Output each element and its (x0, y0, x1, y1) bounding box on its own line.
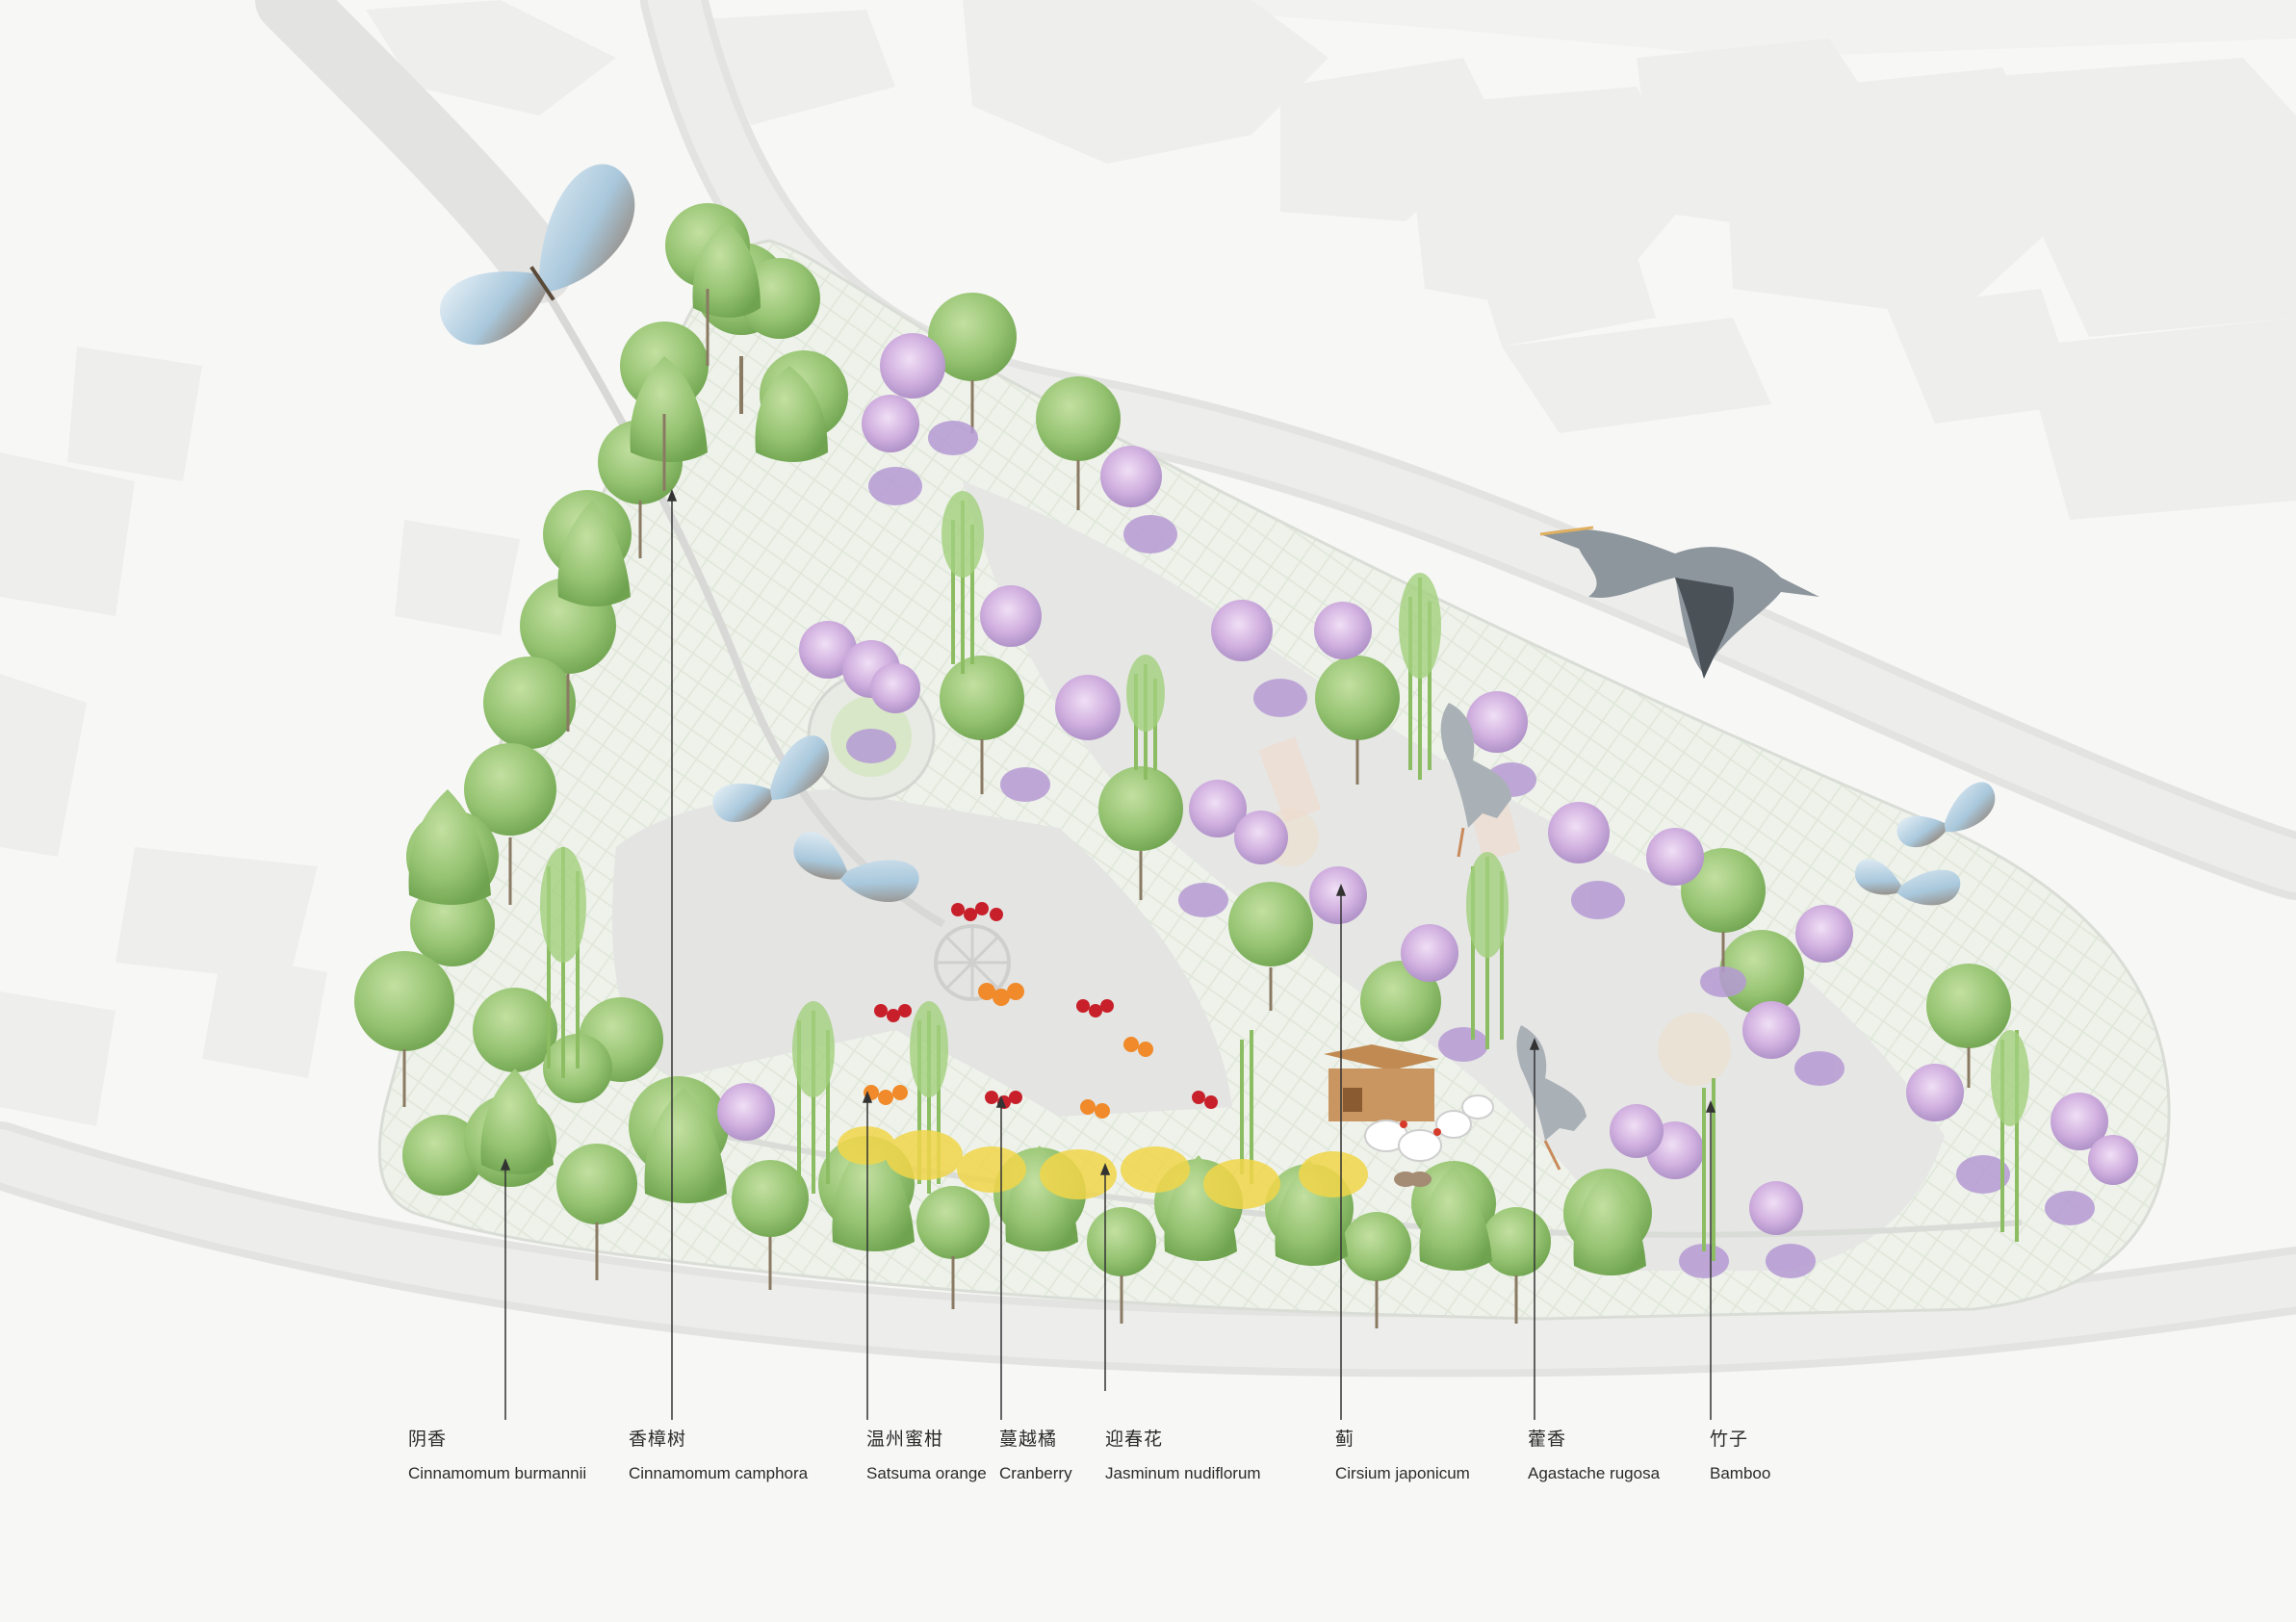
plant-name-latin: Bamboo (1710, 1464, 1771, 1482)
context-buildings (0, 0, 2296, 1126)
leader-line-bamboo (1705, 1099, 1716, 1420)
leader-line-jasmine (1099, 1162, 1111, 1391)
butterfly-icon (1896, 782, 1996, 848)
plant-name-latin: Jasminum nudiflorum (1105, 1464, 1261, 1482)
butterfly-icon (1854, 859, 1961, 906)
plant-name-chinese: 藿香 (1528, 1429, 1567, 1450)
tree-canopy-group (354, 203, 2011, 1328)
plant-label-bamboo: 竹子 Bamboo (1710, 1428, 1770, 1484)
tree-trunks (402, 289, 1971, 1328)
butterfly-icon (440, 164, 635, 346)
coop-icon (1324, 1044, 1439, 1121)
leader-lines (500, 488, 1716, 1420)
plant-label-agastache: 藿香 Agastache rugosa (1528, 1428, 1660, 1484)
leader-line-agastache (1529, 1037, 1540, 1420)
plant-name-latin: Cranberry (999, 1464, 1072, 1482)
cranberry-fruit-icon (874, 902, 1218, 1109)
bamboo-foliage (540, 491, 2029, 1126)
purple-flower-tree-icon (717, 333, 2138, 1235)
plant-name-chinese: 竹子 (1710, 1429, 1749, 1450)
plant-name-chinese: 蓟 (1335, 1429, 1355, 1450)
leader-line-cirsium (1335, 883, 1347, 1420)
plant-name-chinese: 蔓越橘 (999, 1429, 1058, 1450)
plant-name-chinese: 温州蜜柑 (866, 1429, 944, 1450)
conifer-tree-icon (408, 221, 1646, 1275)
orange-fruit-icon (864, 983, 1153, 1119)
plant-name-chinese: 迎春花 (1105, 1429, 1164, 1450)
plant-name-latin: Agastache rugosa (1528, 1464, 1661, 1482)
plant-label-burmannii: 阴香 Cinnamomum burmannii (408, 1428, 586, 1484)
yellow-flower-icon (838, 1126, 1368, 1209)
leader-line-camphora (666, 488, 678, 1420)
plant-name-chinese: 阴香 (408, 1429, 448, 1450)
plant-name-latin: Satsuma orange (866, 1464, 987, 1482)
chicken-icon (1364, 1094, 1494, 1162)
leader-line-satsuma (862, 1090, 873, 1420)
butterfly-icon (712, 735, 829, 822)
leader-line-burmannii (500, 1157, 511, 1420)
plant-name-latin: Cirsium japonicum (1335, 1464, 1470, 1482)
heron-icon (1440, 703, 1511, 858)
lavender-shrub-icon (846, 421, 2095, 1278)
plant-label-cranberry: 蔓越橘 Cranberry (999, 1428, 1072, 1484)
plant-label-camphora: 香樟树 Cinnamomum camphora (629, 1428, 808, 1484)
plant-label-jasmine: 迎春花 Jasminum nudiflorum (1105, 1428, 1261, 1484)
rabbit-icon (1394, 1171, 1432, 1187)
plant-label-satsuma: 温州蜜柑 Satsuma orange (866, 1428, 987, 1484)
heron-icon (1539, 526, 1819, 679)
plant-name-latin: Cinnamomum burmannii (408, 1464, 587, 1482)
leader-line-cranberry (995, 1094, 1007, 1420)
plant-name-latin: Cinnamomum camphora (629, 1464, 809, 1482)
plant-label-cirsium: 蓟 Cirsium japonicum (1335, 1428, 1470, 1484)
plant-name-chinese: 香樟树 (629, 1429, 687, 1450)
butterfly-icon (793, 832, 919, 902)
